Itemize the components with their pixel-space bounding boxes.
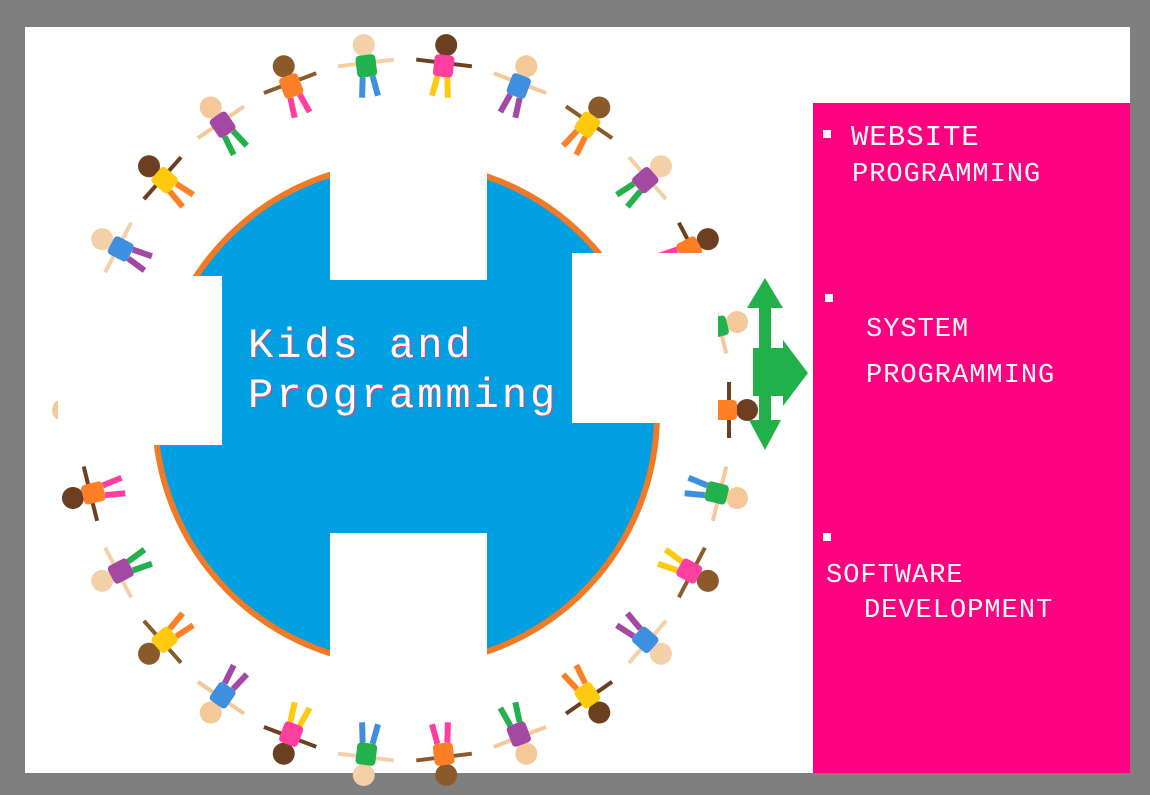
kid-at-computer-image-left [58,276,222,445]
kid-figure [560,663,614,724]
topic-3-line2: DEVELOPMENT [864,596,1054,626]
kid-figure [416,722,473,786]
kid-figure [657,546,719,599]
kid-at-computer-image-right [572,253,718,423]
kid-figure [337,34,394,98]
kid-figure [91,546,153,599]
bullet-icon [823,533,831,541]
kid-at-computer-image-top [330,118,487,280]
topics-panel: WEBSITE PROGRAMMING SYSTEM PROGRAMMING S… [813,103,1130,773]
kid-figure [61,465,126,522]
kid-figure [684,465,749,522]
kid-figure [615,155,672,209]
topic-2-line2: PROGRAMMING [866,361,1056,391]
green-arrows-icon [747,278,808,450]
kid-figure [196,96,250,157]
kid-figure [196,663,250,724]
kid-figure [493,701,547,765]
kid-figure [337,722,394,786]
topic-1-line2: PROGRAMMING [852,160,1042,190]
kid-figure [138,155,195,209]
kid-figure [560,96,614,157]
bullet-icon [823,130,831,138]
center-title-line2: Programming [248,372,559,420]
topic-1-line1: WEBSITE [851,121,980,154]
kid-figure [263,55,317,119]
kid-figure [138,611,195,665]
kid-figure [263,701,317,765]
kid-figure [91,221,153,274]
kid-at-computer-image-bottom [330,533,487,695]
bullet-icon [825,294,833,302]
kid-figure [416,34,473,98]
topic-2-line1: SYSTEM [866,315,970,345]
kid-figure [615,611,672,665]
center-title-line1: Kids and [248,322,474,370]
topic-3-line1: SOFTWARE [826,561,964,591]
kid-figure [493,55,547,119]
